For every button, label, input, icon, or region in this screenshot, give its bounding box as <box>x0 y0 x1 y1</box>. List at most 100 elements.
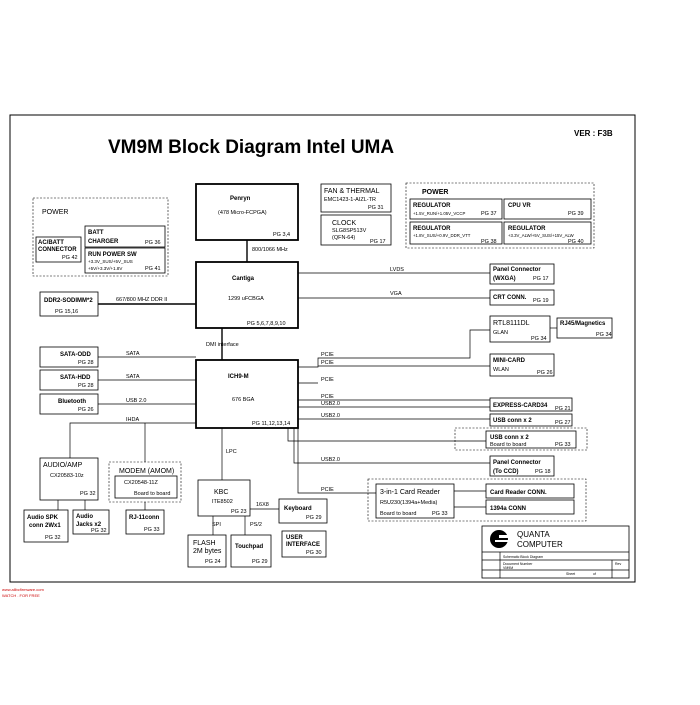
audio-part: CX20583-10z <box>50 473 84 479</box>
usbx2a-name: USB conn x 2 <box>493 418 532 424</box>
cantiga-pg: PG 5,6,7,8,9,10 <box>247 321 286 327</box>
audio-name: AUDIO/AMP <box>43 462 83 469</box>
conn1394-name: 1394a CONN <box>490 506 526 512</box>
jacks-sub: Jacks x2 <box>76 522 102 528</box>
clock-part: SLG8SP513V <box>332 228 367 234</box>
batt-charger-box <box>84 225 166 248</box>
reg3-box <box>503 221 592 245</box>
tb-row2a: Document Number <box>503 562 533 566</box>
kbc-part: ITE8502 <box>212 499 233 505</box>
flash-sub: 2M bytes <box>193 548 222 555</box>
spk-pg: PG 32 <box>45 535 61 541</box>
usbx2b-name: USB conn x 2 <box>490 435 529 441</box>
pcie-express-label: PCIE <box>321 377 334 383</box>
spk-name: Audio SPK <box>27 515 59 521</box>
crt-name: CRT CONN. <box>493 295 527 301</box>
usbx2a-pg: PG 27 <box>555 420 571 426</box>
acbatt-pg: PG 42 <box>62 255 78 261</box>
cardreader-part: R5U230(1394a+Media) <box>380 500 437 506</box>
acbatt-box <box>35 236 82 263</box>
runpower-rail1: +3.3V_SUS/+5V_SUS <box>88 259 133 264</box>
express-pg: PG 21 <box>555 406 571 412</box>
cpuvr-name: CPU VR <box>508 203 531 209</box>
kbc-pg: PG 23 <box>231 509 247 515</box>
modem-part: CX20548-11Z <box>124 480 158 486</box>
quanta-logo-icon <box>490 530 509 548</box>
keyboard-pg: PG 29 <box>306 515 322 521</box>
reg3-rail: +3.3V_ALW/+5V_SUS/+15V_ALW <box>508 233 575 238</box>
kbc-box <box>197 479 251 517</box>
fsb-label: 800/1066 MHz <box>252 247 288 253</box>
pcie-lan-line <box>298 329 490 368</box>
cardreader-pg: PG 33 <box>432 511 448 517</box>
acbatt-name: AC/BATT <box>38 240 64 246</box>
run-power-box <box>84 247 166 274</box>
keyboard-name: Keyboard <box>284 506 312 512</box>
usbx2b-box <box>485 430 577 449</box>
reg1-pg: PG 37 <box>481 211 497 217</box>
sata-odd-name: SATA-ODD <box>60 352 91 358</box>
ddr-box <box>39 291 99 317</box>
jacks-box <box>72 509 110 535</box>
dmi-label: DMI interface <box>206 342 239 348</box>
pcie-cardreader-line <box>297 428 376 494</box>
runpower-rail2: +5V/+3.3V/+1.8V <box>88 266 122 271</box>
cardreader-sub: Board to board <box>380 511 416 517</box>
bus16x8-label: 16X8 <box>256 502 269 508</box>
crconn-name: Card Reader CONN. <box>490 490 547 496</box>
kbc-name: KBC <box>214 489 228 496</box>
runpower-name: RUN POWER SW <box>88 252 137 258</box>
sheet-border <box>9 114 636 583</box>
ihda-audio-line <box>69 422 196 458</box>
lvds-label: LVDS <box>390 267 404 273</box>
power-left-group <box>32 197 169 277</box>
stamp-line2: WATCH . FOR FREE <box>2 593 40 598</box>
lpc-label: LPC <box>226 449 237 455</box>
sata-odd-pg: PG 28 <box>78 360 94 366</box>
reg2-name: REGULATOR <box>413 226 451 232</box>
tb-of: of <box>593 572 596 576</box>
tb-rev: Rev <box>615 562 621 566</box>
crt-box <box>489 289 555 306</box>
userif-sub: INTERFACE <box>286 542 320 548</box>
cpu-pkg: (478 Micro-FCPGA) <box>218 210 267 216</box>
power-right-label: POWER <box>422 189 448 196</box>
cardreader-box <box>375 483 455 519</box>
cantiga-name: Cantiga <box>232 276 255 282</box>
tb-sheet: Sheet <box>566 572 575 576</box>
ddr-bus: 667/800 MHZ DDR II <box>116 297 168 303</box>
rj45-name: RJ45/Magnetics <box>560 321 606 327</box>
jacks-pg: PG 32 <box>91 528 107 534</box>
minicard-box <box>489 353 555 377</box>
quanta-logo-name: QUANTA <box>517 530 550 539</box>
usbx2b-pg: PG 33 <box>555 442 571 448</box>
crt-pg: PG 19 <box>533 298 549 304</box>
audio-pg: PG 32 <box>80 491 96 497</box>
acbatt-name2: CONNECTOR <box>38 247 77 253</box>
usb-b2b-line <box>287 428 486 442</box>
spi-label: SPI <box>212 522 221 528</box>
reg3-pg: PG 40 <box>568 239 584 245</box>
rtl-sub: GLAN <box>493 330 508 336</box>
pcie-lan-label: PCIE <box>321 352 334 358</box>
fan-pg: PG 31 <box>368 205 384 211</box>
touchpad-name: Touchpad <box>235 544 264 550</box>
conn1394-box <box>485 499 575 515</box>
modem-sub: Board to board <box>134 491 170 497</box>
fan-part: EMC1423-1-AIZL-TR <box>324 197 376 203</box>
stamp-line1: www.allbcfirmware.com <box>2 587 44 592</box>
rj11-name: RJ-11conn <box>129 515 160 521</box>
usb-conn-label: USB2.0 <box>321 413 340 419</box>
panel-ccd-name: Panel Connector <box>493 460 541 466</box>
bluetooth-bus: USB 2.0 <box>126 398 146 404</box>
reg3-name: REGULATOR <box>508 226 546 232</box>
panel-ccd-sub: (To CCD) <box>493 469 519 475</box>
clock-box <box>320 214 392 246</box>
sata-hdd-name: SATA-HDD <box>60 375 91 381</box>
usb-ccd-label: USB2.0 <box>321 457 340 463</box>
reg2-rail: +1.8V_SUS/+0.9V_DDR_VTT <box>413 233 471 238</box>
reg1-rail: +1.5V_RUN/+1.05V_VCCP <box>413 211 465 216</box>
crconn-box <box>485 483 575 499</box>
cpuvr-box <box>503 198 592 220</box>
